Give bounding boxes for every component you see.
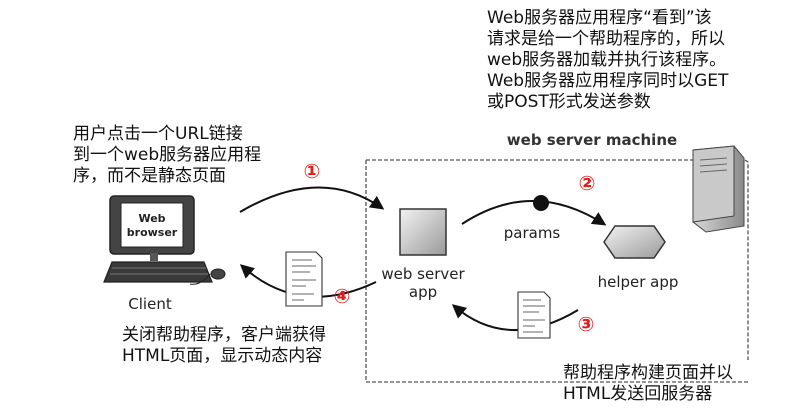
server-tower-icon: [692, 145, 745, 233]
browser-label-line1: Web: [138, 212, 165, 225]
web-server-app-label-line1: web server: [381, 265, 465, 283]
web-server-app-icon: [399, 208, 447, 256]
step-4-marker: ④: [334, 284, 351, 308]
step-2-marker: ②: [579, 171, 596, 195]
browser-label-line2: browser: [127, 226, 178, 239]
arrow-request: [239, 186, 385, 213]
client-label: Client: [128, 295, 172, 313]
arrow-html-return: [451, 304, 579, 331]
server-machine-boundary: [365, 159, 749, 383]
step-3-marker: ③: [578, 312, 595, 336]
web-server-app-label-line2: app: [409, 283, 437, 301]
client-computer-icon: [103, 195, 226, 285]
helper-app-icon: [603, 225, 666, 259]
html-document-icon-2: [517, 291, 551, 339]
html-document-icon: [285, 251, 323, 307]
helper-app-label: helper app: [598, 273, 679, 291]
note-client-gets-html: 关闭帮助程序，客户端获得 HTML页面，显示动态内容: [122, 325, 326, 366]
params-dot: [533, 195, 549, 211]
server-machine-label: web server machine: [507, 131, 677, 149]
arrow-params: [461, 200, 607, 226]
note-user-clicks-url: 用户点击一个URL链接 到一个web服务器应用程 序，而不是静态页面: [73, 124, 262, 186]
params-label: params: [504, 224, 561, 242]
step-1-marker: ①: [304, 159, 321, 183]
note-helper-builds-page: 帮助程序构建页面并以 HTML发送回服务器: [563, 363, 733, 404]
note-server-sees-request: Web服务器应用程序“看到”该 请求是给一个帮助程序的，所以 web服务器加载并…: [487, 8, 729, 112]
